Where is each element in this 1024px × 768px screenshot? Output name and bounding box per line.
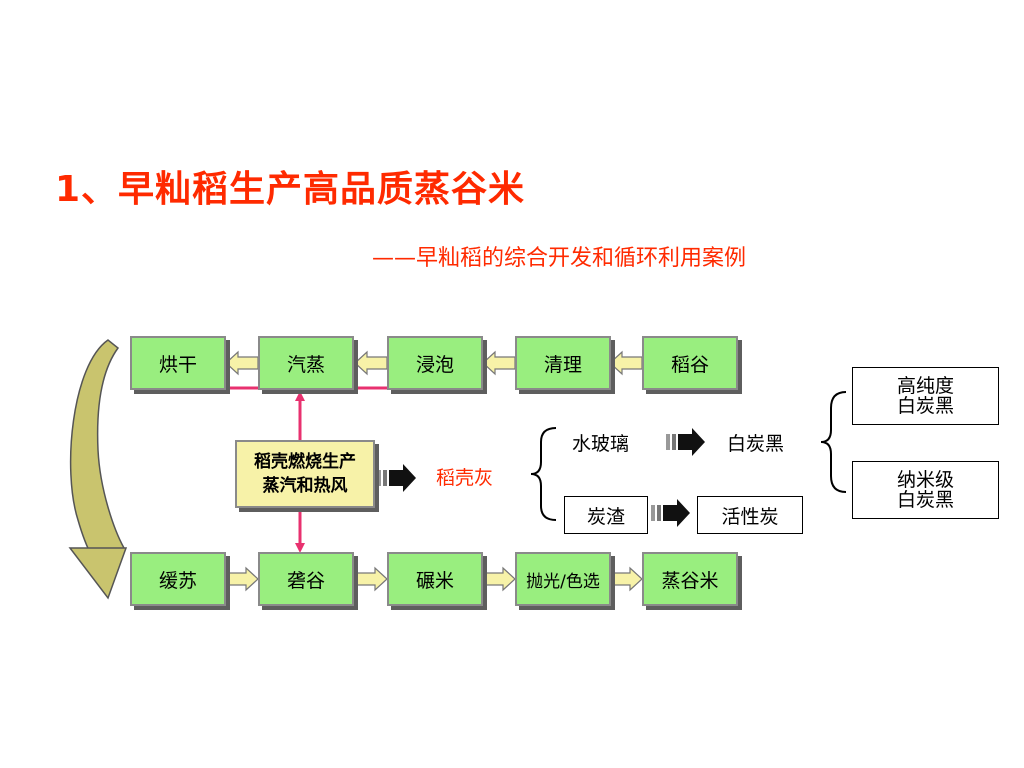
high-purity-line1: 高纯度 (896, 375, 954, 397)
step-hulling: 砻谷 (258, 552, 354, 606)
step-soaking: 浸泡 (387, 336, 483, 390)
step-paddy: 稻谷 (642, 336, 738, 390)
block-arrows (377, 428, 705, 527)
nano-line1: 纳米级 (896, 469, 954, 491)
white-carbon-black-label: 白炭黑 (727, 433, 785, 455)
page-title: 1、早籼稻生产高品质蒸谷米 (55, 169, 526, 210)
carbon-residue-box: 炭渣 (564, 496, 648, 534)
page-subtitle: ——早籼稻的综合开发和循环利用案例 (372, 246, 747, 271)
brace-white-carbon (820, 391, 847, 493)
flow-arrow-left (609, 350, 643, 376)
flow-arrow-right (225, 566, 259, 592)
high-purity-line2: 白炭黑 (896, 395, 954, 417)
flow-arrow-left (354, 350, 388, 376)
activated-carbon-box: 活性炭 (697, 496, 803, 534)
step-polishing-sorting: 抛光/色选 (515, 552, 611, 606)
flow-arrow-right (482, 566, 516, 592)
step-parboiled-rice: 蒸谷米 (642, 552, 738, 606)
flow-arrow-left (225, 350, 259, 376)
step-drying: 烘干 (130, 336, 226, 390)
nano-white-carbon-box: 纳米级 白炭黑 (852, 461, 999, 519)
husk-combustion-line1: 稻壳燃烧生产 (254, 452, 356, 472)
flow-arrow-right (354, 566, 388, 592)
step-cleaning: 清理 (515, 336, 611, 390)
step-tempering: 缓苏 (130, 552, 226, 606)
flow-arrow-left (482, 350, 516, 376)
high-purity-white-carbon-box: 高纯度 白炭黑 (852, 367, 999, 425)
water-glass-label: 水玻璃 (572, 433, 630, 455)
brace-husk-ash (530, 427, 557, 521)
husk-ash-label: 稻壳灰 (436, 467, 494, 489)
husk-combustion-line2: 蒸汽和热风 (262, 476, 348, 496)
husk-combustion-box: 稻壳燃烧生产 蒸汽和热风 (235, 440, 375, 508)
flow-arrow-right (609, 566, 643, 592)
nano-line2: 白炭黑 (896, 489, 954, 511)
step-steaming: 汽蒸 (258, 336, 354, 390)
curved-return-arrow (68, 339, 128, 600)
step-milling: 碾米 (387, 552, 483, 606)
